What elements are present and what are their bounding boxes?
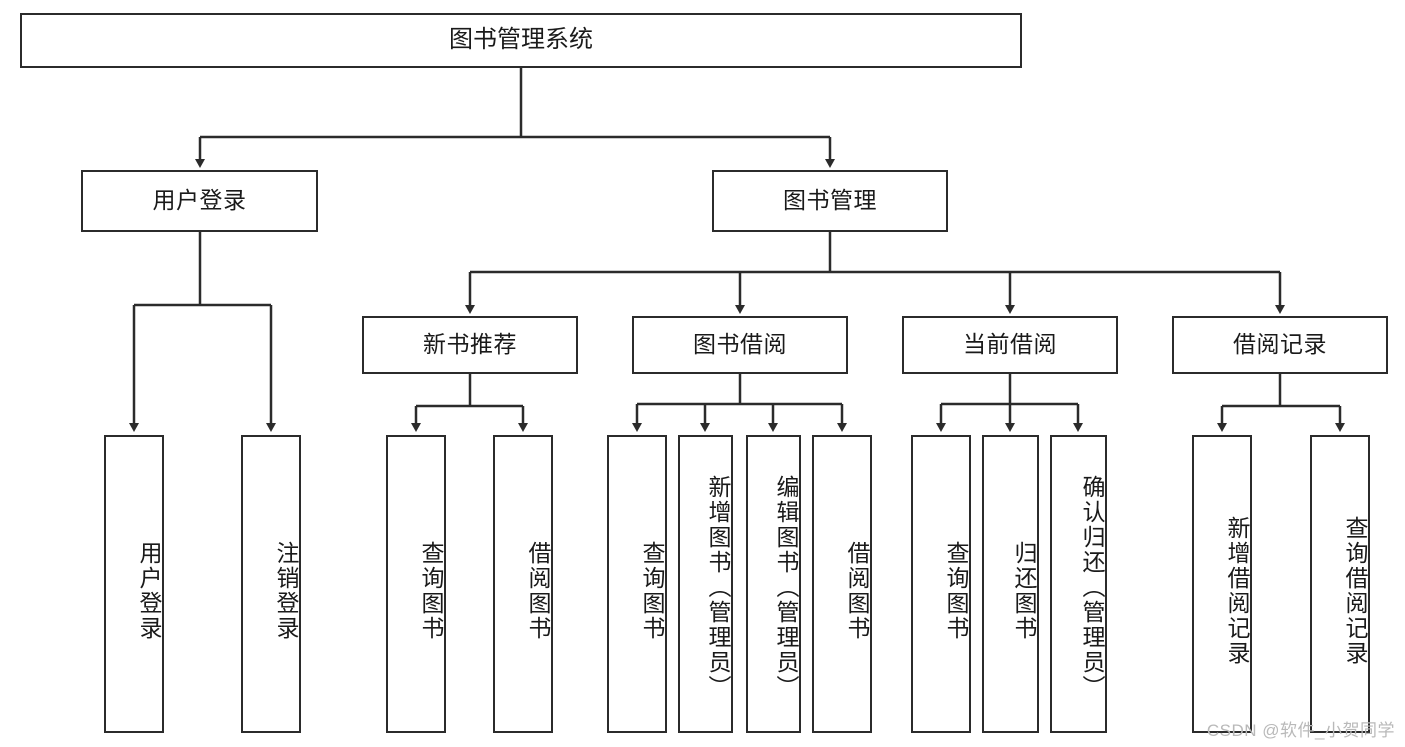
leaf-query-book-recommend[interactable]: 查询图书 bbox=[386, 435, 446, 733]
leaf-borrow-book[interactable]: 借阅图书 bbox=[812, 435, 872, 733]
leaf-user-login[interactable]: 用户登录 bbox=[104, 435, 164, 733]
node-book-borrow[interactable]: 图书借阅 bbox=[632, 316, 848, 374]
leaf-query-borrow-record[interactable]: 查询借阅记录 bbox=[1310, 435, 1370, 733]
leaf-query-book-borrow[interactable]: 查询图书 bbox=[607, 435, 667, 733]
node-new-book-recommend[interactable]: 新书推荐 bbox=[362, 316, 578, 374]
leaf-confirm-return-admin[interactable]: 确认归还（管理员） bbox=[1050, 435, 1107, 733]
leaf-edit-book-admin[interactable]: 编辑图书（管理员） bbox=[746, 435, 801, 733]
leaf-add-borrow-record[interactable]: 新增借阅记录 bbox=[1192, 435, 1252, 733]
leaf-query-book-current[interactable]: 查询图书 bbox=[911, 435, 971, 733]
node-user-login[interactable]: 用户登录 bbox=[81, 170, 318, 232]
leaf-user-logout[interactable]: 注销登录 bbox=[241, 435, 301, 733]
watermark-csdn: CSDN @软件_小贺同学 bbox=[1206, 721, 1395, 740]
node-current-borrow[interactable]: 当前借阅 bbox=[902, 316, 1118, 374]
node-book-management[interactable]: 图书管理 bbox=[712, 170, 948, 232]
leaf-add-book-admin[interactable]: 新增图书（管理员） bbox=[678, 435, 733, 733]
leaf-borrow-book-recommend[interactable]: 借阅图书 bbox=[493, 435, 553, 733]
node-root-system[interactable]: 图书管理系统 bbox=[20, 13, 1022, 68]
leaf-return-book[interactable]: 归还图书 bbox=[982, 435, 1039, 733]
node-borrow-record[interactable]: 借阅记录 bbox=[1172, 316, 1388, 374]
